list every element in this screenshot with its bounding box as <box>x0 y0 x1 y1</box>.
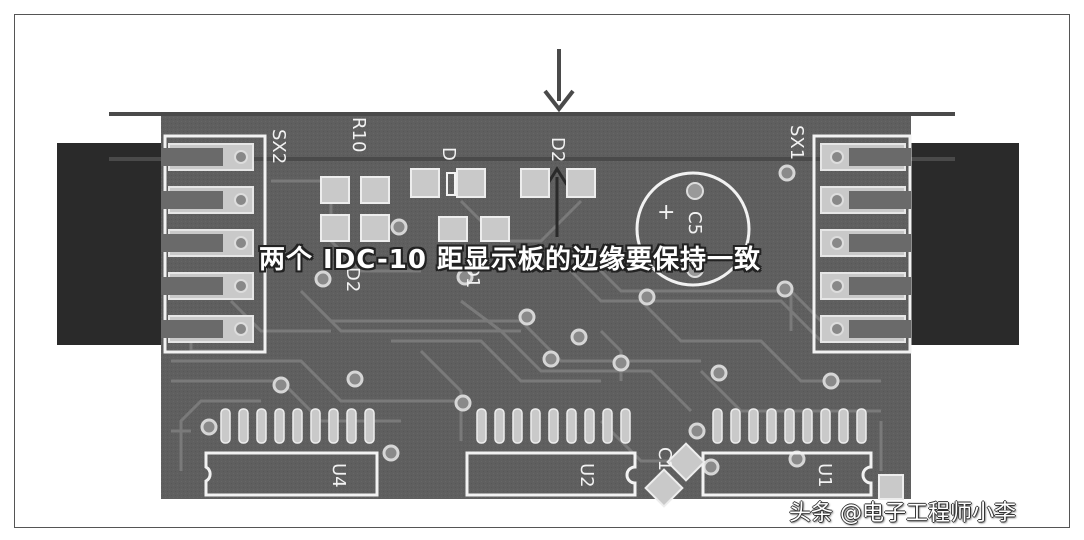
u2-pins <box>476 408 631 444</box>
label-d1: D1 <box>462 263 483 288</box>
sx1-footprint <box>812 134 912 354</box>
watermark: 头条 @电子工程师小李 <box>789 501 1016 526</box>
idc-connector-right <box>911 143 1019 345</box>
label-r10: R10 <box>348 117 369 152</box>
label-u2: U2 <box>576 463 597 488</box>
label-c5: C5 <box>684 211 705 235</box>
vias <box>200 164 840 476</box>
label-d2: D2 <box>342 267 363 292</box>
figure-frame: SX2 SX1 R10 D D2 C5 + D2 D1 U4 U2 U1 C1 … <box>14 14 1070 528</box>
u1-outline <box>701 451 873 497</box>
idc-connector-left <box>57 143 167 345</box>
c1-pads <box>644 442 706 508</box>
up-arrow-icon <box>545 166 569 237</box>
c5-capacitor <box>635 171 751 287</box>
smd-pads <box>320 168 596 242</box>
caption: 两个 IDC-10 距显示板的边缘要保持一致 <box>259 245 762 275</box>
label-sx2: SX2 <box>268 129 289 164</box>
label-d-right: D2 <box>547 137 568 162</box>
label-plus: + <box>657 200 675 225</box>
down-arrow-icon <box>543 49 575 113</box>
sx2-footprint <box>161 134 267 354</box>
square-pad <box>878 474 904 500</box>
label-sx1: SX1 <box>786 125 807 160</box>
label-c1: C1 <box>654 447 675 471</box>
u1-pins <box>712 408 867 444</box>
u2-outline <box>465 451 637 497</box>
u4-outline <box>204 451 379 497</box>
label-d: D <box>438 147 459 161</box>
pcb-diagram: SX2 SX1 R10 D D2 C5 + D2 D1 U4 U2 U1 C1 <box>57 49 1019 508</box>
label-u1: U1 <box>814 463 835 488</box>
u4-pins <box>220 408 375 444</box>
label-u4: U4 <box>328 463 349 488</box>
